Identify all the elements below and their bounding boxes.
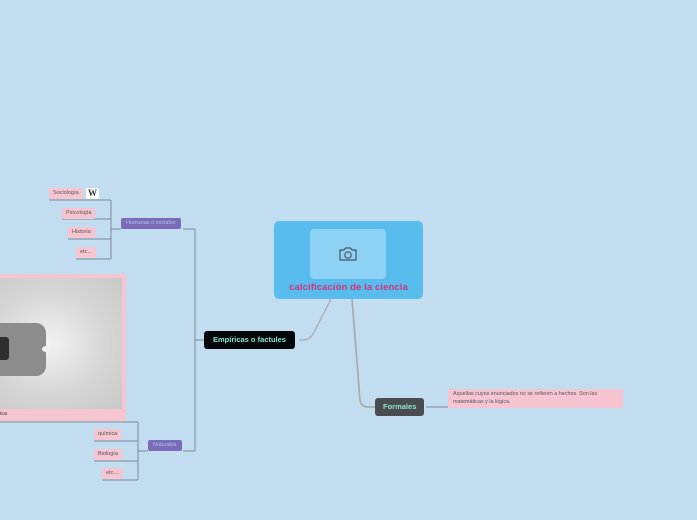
wikipedia-icon[interactable]: W xyxy=(86,188,99,199)
central-topic-title: calcificación de la ciencia xyxy=(289,282,408,293)
play-icon[interactable] xyxy=(0,337,9,360)
leaf-quimica[interactable]: química xyxy=(94,429,122,440)
video-caption: ica xyxy=(0,411,8,417)
subtopic-humanas-sociales[interactable]: Humanas o sociales xyxy=(121,218,181,229)
leaf-historia[interactable]: Historia xyxy=(68,227,95,238)
video-thumbnail[interactable] xyxy=(0,278,122,409)
central-topic[interactable]: calcificación de la ciencia xyxy=(274,221,423,299)
image-placeholder[interactable] xyxy=(310,229,386,279)
topic-empiricas[interactable]: Empíricas o factules xyxy=(204,331,295,349)
topic-formales[interactable]: Formales xyxy=(375,398,425,416)
leaf-sociologia[interactable]: Sociología xyxy=(49,188,83,199)
video-attachment[interactable]: ica xyxy=(0,274,126,421)
formales-description[interactable]: Aquellas cuyos enunciados no se refieren… xyxy=(448,389,623,408)
camera-icon xyxy=(339,247,357,261)
leaf-etc-naturales[interactable]: etc.... xyxy=(102,468,124,479)
connector-empiricas-bracket xyxy=(183,228,204,452)
leaf-psicologia[interactable]: Psicología xyxy=(62,208,96,219)
connector-naturales-bracket xyxy=(0,421,148,481)
leaf-biologia[interactable]: Biología xyxy=(94,449,122,460)
video-logo-dot xyxy=(42,346,50,352)
connector-central-formales xyxy=(351,298,375,408)
leaf-etc-humanas[interactable]: etc... xyxy=(76,247,96,258)
subtopic-naturales[interactable]: Naturales xyxy=(148,440,182,451)
connector-central-empiricas xyxy=(299,298,332,341)
